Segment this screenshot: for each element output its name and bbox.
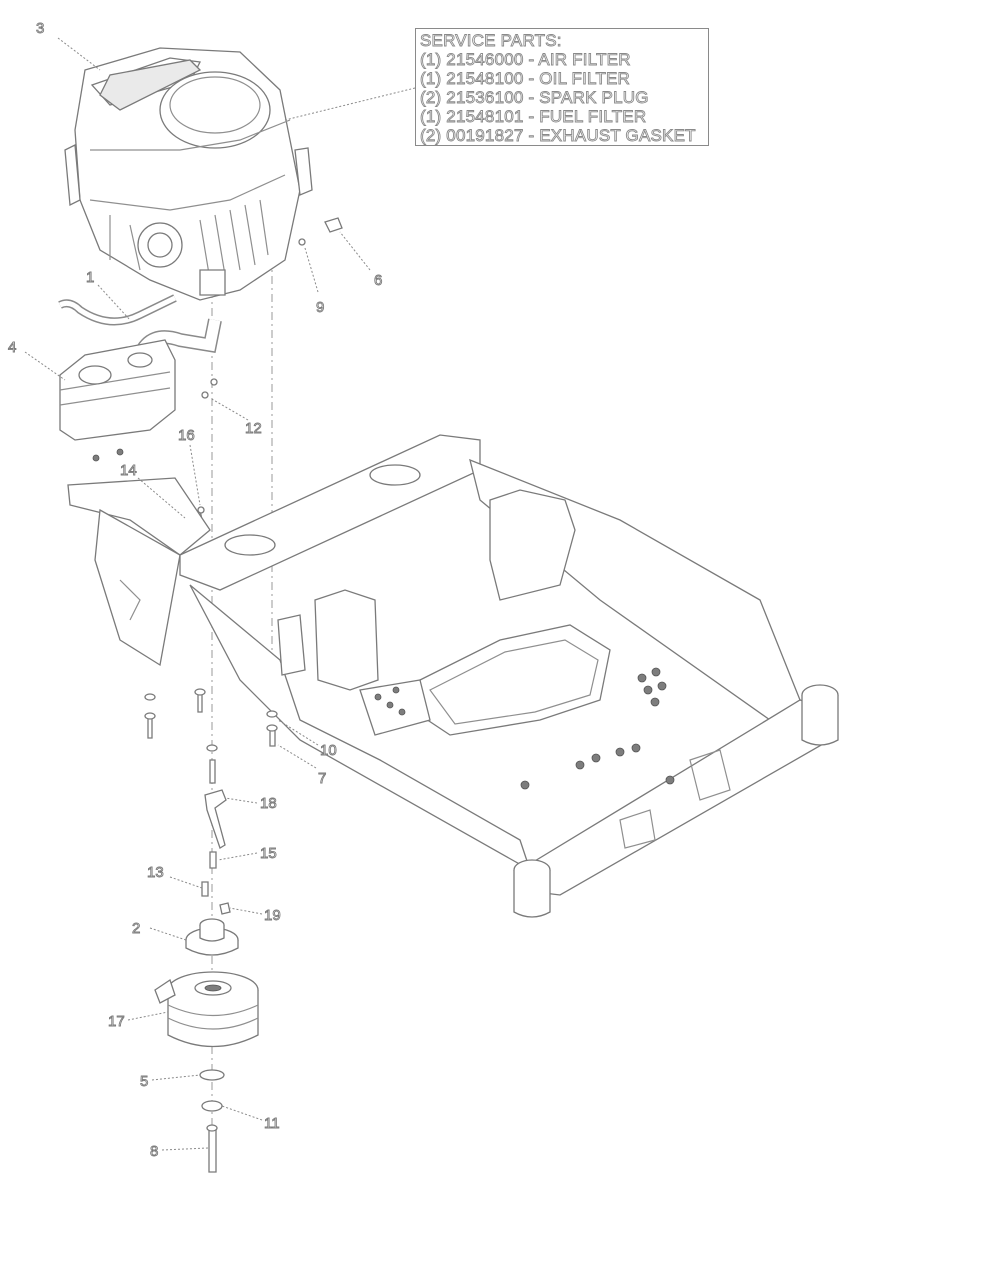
callout-10: 10 <box>320 742 337 759</box>
callout-16: 16 <box>178 427 195 444</box>
callout-9: 9 <box>316 299 324 316</box>
electric-clutch <box>154 971 259 1048</box>
spacer <box>209 851 217 869</box>
muffler <box>59 339 176 441</box>
callout-8: 8 <box>150 1143 158 1160</box>
hole-pad <box>374 667 675 790</box>
leader-lines <box>24 37 416 1151</box>
screw <box>324 217 343 233</box>
clutch-bracket <box>204 789 227 849</box>
service-parts-title: SERVICE PARTS: <box>420 31 562 51</box>
washer <box>201 1100 223 1112</box>
callout-3: 3 <box>36 20 44 37</box>
engine <box>64 47 313 301</box>
washer <box>201 391 209 399</box>
callout-5: 5 <box>140 1073 148 1090</box>
callout-18: 18 <box>260 795 277 812</box>
nut <box>210 378 218 386</box>
nut <box>116 448 124 456</box>
callout-6: 6 <box>374 272 382 289</box>
clutch-bolt <box>209 759 216 784</box>
callout-17: 17 <box>108 1013 125 1030</box>
key <box>201 881 209 897</box>
service-part-exhaust-gasket: (2) 00191827 - EXHAUST GASKET <box>420 126 696 146</box>
washer <box>199 1069 225 1081</box>
callout-7: 7 <box>318 770 326 787</box>
callout-1: 1 <box>86 269 94 286</box>
callout-13: 13 <box>147 864 164 881</box>
pulley <box>185 918 239 956</box>
callout-labels: 3 1 4 6 9 12 16 14 10 7 18 15 13 19 2 17… <box>8 20 383 1161</box>
callout-15: 15 <box>260 845 277 862</box>
frame <box>67 434 839 918</box>
service-parts-box: SERVICE PARTS: (1) 21546000 - AIR FILTER… <box>415 28 709 146</box>
nut <box>219 902 231 915</box>
callout-19: 19 <box>264 907 281 924</box>
bolt <box>208 1127 217 1173</box>
service-part-oil-filter: (1) 21548100 - OIL FILTER <box>420 69 631 89</box>
washer <box>298 238 306 246</box>
service-part-fuel-filter: (1) 21548101 - FUEL FILTER <box>420 107 647 127</box>
service-part-spark-plug: (2) 21536100 - SPARK PLUG <box>420 88 649 108</box>
mount-bolts <box>144 688 278 752</box>
callout-11: 11 <box>264 1115 280 1132</box>
callout-12: 12 <box>245 420 262 437</box>
service-part-air-filter: (1) 21546000 - AIR FILTER <box>420 50 631 70</box>
callout-2: 2 <box>132 920 140 937</box>
callout-14: 14 <box>120 462 137 479</box>
callout-4: 4 <box>8 339 16 356</box>
nut <box>92 454 100 462</box>
